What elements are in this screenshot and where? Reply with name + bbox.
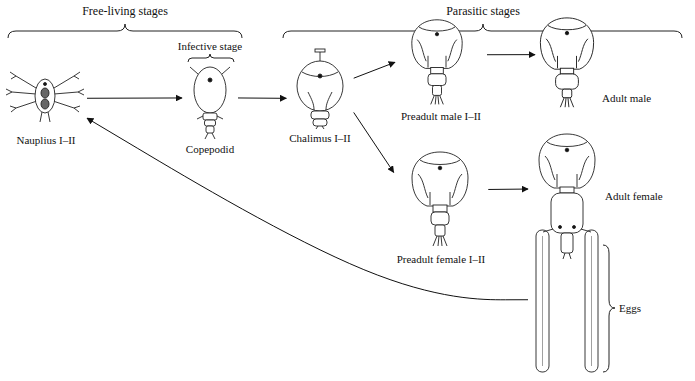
stage-name: Preadult female I–II	[397, 253, 486, 266]
copepodid-figure	[190, 67, 230, 139]
adult-male-figure	[540, 18, 593, 107]
cycle-arrow	[87, 97, 182, 98]
adult-female-figure	[536, 134, 598, 372]
nauplius-figure	[6, 72, 84, 122]
cycle-arrow	[487, 54, 535, 55]
preadult-female-figure	[412, 152, 468, 246]
chalimus-figure	[297, 49, 343, 129]
stage-group-label: Parasitic stages	[446, 5, 520, 19]
life-stage: Adult female	[528, 130, 676, 376]
life-stage: Nauplius I–II	[5, 64, 87, 149]
stage-name: Preadult male I–II	[401, 110, 481, 123]
cycle-arrow	[354, 62, 395, 78]
stage-name: Nauplius I–II	[17, 134, 76, 147]
life-stage: Preadult female I–II	[394, 148, 489, 270]
cycle-arrow	[238, 97, 286, 98]
cycle-arrow	[488, 189, 528, 190]
preadult-male-figure	[412, 20, 462, 105]
stage-name: Chalimus I–II	[289, 132, 350, 145]
cycle-arrow	[87, 118, 528, 300]
life-stage: Copepodid	[182, 63, 238, 158]
cycle-arrow	[354, 112, 394, 172]
stage-group-label: Free-living stages	[82, 5, 168, 19]
life-stage: Preadult male I–II	[395, 18, 487, 126]
life-stage: Chalimus I–II	[286, 46, 353, 147]
life-stage: Adult male	[535, 16, 677, 108]
stage-group-label: Eggs	[619, 302, 641, 315]
stage-brace	[8, 24, 682, 372]
stage-name: Adult male	[602, 92, 651, 105]
stage-group-label: Infective stage	[178, 40, 242, 53]
stage-name: Adult female	[605, 190, 663, 203]
stage-name: Copepodid	[186, 143, 234, 156]
